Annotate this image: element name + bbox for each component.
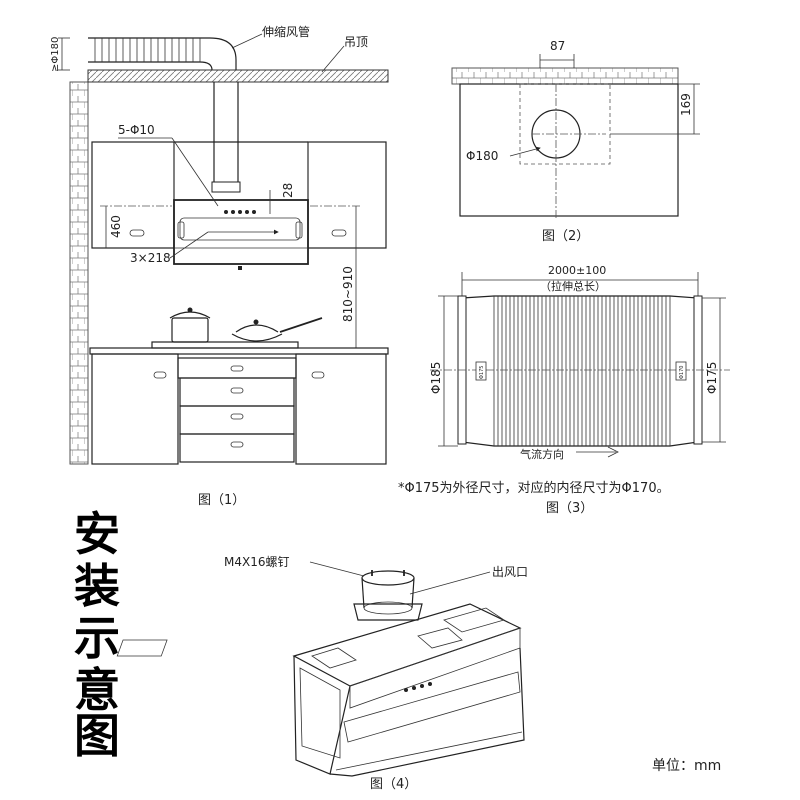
duct-note: *Φ175为外径尺寸，对应的内径尺寸为Φ170。 xyxy=(398,480,670,496)
caption-fig3: 图（3） xyxy=(546,501,593,516)
title-char-5: 图 xyxy=(74,709,120,763)
countertop xyxy=(89,347,389,355)
base-cabinet-right xyxy=(295,353,387,465)
label-screw: M4X16螺钉 xyxy=(224,555,289,569)
dim-duct-length: 2000±100 xyxy=(548,264,606,277)
label-outlet: 出风口 xyxy=(492,565,528,579)
pot xyxy=(169,307,211,343)
duct-body xyxy=(461,295,699,447)
ceiling-slab xyxy=(451,67,679,85)
dim-169: 169 xyxy=(679,93,693,116)
caption-fig2: 图（2） xyxy=(542,229,589,244)
frying-pan xyxy=(231,317,323,342)
dim-3x218: 3×218 xyxy=(130,251,171,265)
figure-3-flex-duct: 2000±100 （拉伸总长） Φ175 Φ170 Φ185 Φ175 气流方向… xyxy=(398,264,730,516)
flex-duct xyxy=(88,37,241,193)
hood-body-3d xyxy=(116,603,525,777)
dim-460: 460 xyxy=(109,215,123,238)
caption-fig1: 图（1） xyxy=(198,493,245,508)
title-char-1: 安 xyxy=(74,507,120,561)
dim-87: 87 xyxy=(550,39,565,53)
unit-label: 单位：mm xyxy=(652,758,721,774)
figure-4-hood-3d: M4X16螺钉 出风口 xyxy=(116,555,721,792)
flow-arrow-icon xyxy=(576,446,619,458)
range-hood xyxy=(173,199,309,270)
flow-direction-label: 气流方向 xyxy=(520,447,564,461)
figure-2-ceiling-hole: 87 169 Φ180 图（2） xyxy=(451,39,700,244)
duct-corrugations xyxy=(493,296,671,446)
title-char-4: 意 xyxy=(74,663,120,717)
drawers xyxy=(177,357,297,463)
dim-ceiling-gap: ≥Φ180 xyxy=(50,37,61,72)
dim-duct-length-note: （拉伸总长） xyxy=(540,279,606,293)
figure-1-kitchen-elevation: ≥Φ180 伸缩风管 吊顶 5-Φ10 28 xyxy=(50,24,389,508)
tag-right: Φ170 xyxy=(679,366,685,379)
tag-left: Φ175 xyxy=(479,366,485,379)
dim-28: 28 xyxy=(281,183,295,198)
title-vertical: 安 装 示 意 图 xyxy=(74,507,120,763)
caption-fig4: 图（4） xyxy=(370,777,417,792)
ceiling-board xyxy=(87,69,389,83)
wall xyxy=(69,81,89,465)
dim-height: 810~910 xyxy=(341,266,355,322)
dim-duct-right-diameter: Φ175 xyxy=(705,362,719,394)
title-char-3: 示 xyxy=(74,611,120,665)
title-char-2: 装 xyxy=(74,559,120,613)
label-flex-duct: 伸缩风管 xyxy=(262,24,310,39)
upper-cabinet-left xyxy=(91,141,175,249)
dim-duct-left-diameter: Φ185 xyxy=(429,362,443,394)
dim-holes: 5-Φ10 xyxy=(118,123,155,137)
base-cabinet-left xyxy=(91,353,179,465)
upper-cabinet-right xyxy=(307,141,387,249)
air-outlet-collar xyxy=(353,570,423,621)
dim-hole-diameter: Φ180 xyxy=(466,149,498,163)
label-ceiling: 吊顶 xyxy=(344,35,368,49)
cooktop xyxy=(151,341,299,349)
